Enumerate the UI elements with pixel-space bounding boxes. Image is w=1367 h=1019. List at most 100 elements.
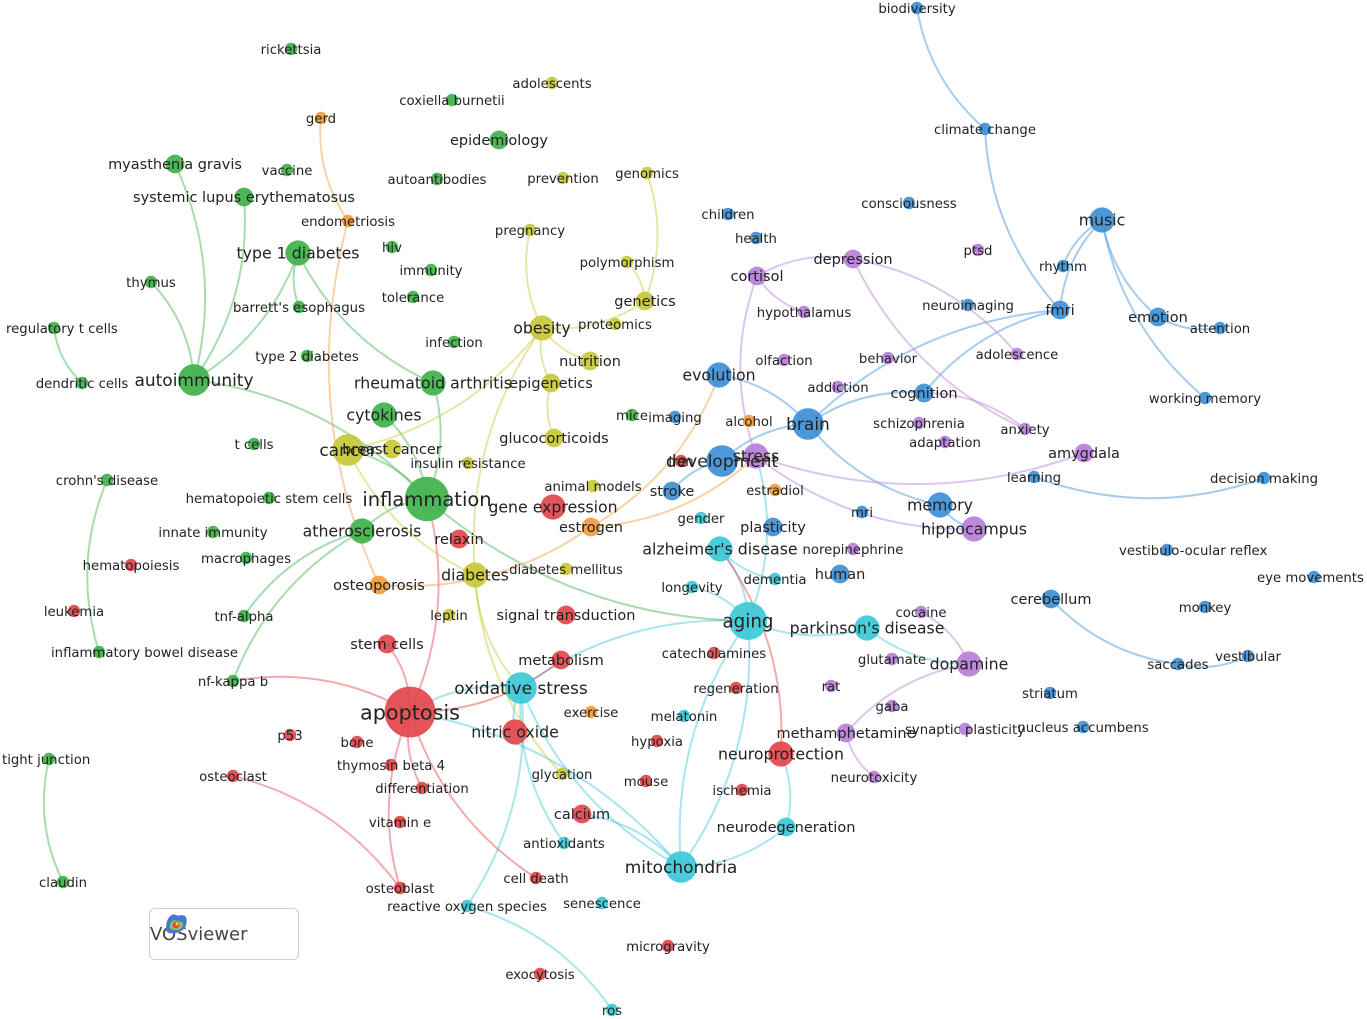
node-hematopoietic[interactable] <box>262 491 276 505</box>
node-neuroimaging[interactable] <box>961 298 975 312</box>
node-climate_change[interactable] <box>978 122 992 136</box>
node-microgravity[interactable] <box>661 939 675 953</box>
node-gene_expression[interactable] <box>540 494 566 520</box>
node-estrogen[interactable] <box>581 517 601 537</box>
node-biodiversity[interactable] <box>910 1 924 15</box>
node-rhythm[interactable] <box>1056 259 1070 273</box>
node-apoptosis[interactable] <box>384 686 436 738</box>
node-mitochondria[interactable] <box>665 851 697 883</box>
node-decision_making[interactable] <box>1257 471 1271 485</box>
node-stress[interactable] <box>743 443 769 469</box>
node-leukemia[interactable] <box>67 604 81 618</box>
node-gerd[interactable] <box>314 111 328 125</box>
node-myasthenia[interactable] <box>165 154 185 174</box>
node-exocytosis[interactable] <box>533 967 547 981</box>
node-vaccine[interactable] <box>280 163 294 177</box>
node-hippocampus[interactable] <box>961 516 987 542</box>
node-osteoblast[interactable] <box>393 881 407 895</box>
node-norepinephrine[interactable] <box>846 542 860 556</box>
node-learning[interactable] <box>1027 470 1041 484</box>
node-cancer[interactable] <box>332 434 364 466</box>
node-synaptic_plasticity[interactable] <box>958 722 972 736</box>
node-hematopoiesis[interactable] <box>124 558 138 572</box>
node-immunity[interactable] <box>424 263 438 277</box>
node-leptin[interactable] <box>442 608 456 622</box>
node-hypothalamus[interactable] <box>797 305 811 319</box>
node-t_cells[interactable] <box>247 437 261 451</box>
node-atherosclerosis[interactable] <box>349 518 375 544</box>
node-music[interactable] <box>1089 207 1115 233</box>
node-attention[interactable] <box>1213 321 1227 335</box>
node-evolution[interactable] <box>706 362 732 388</box>
node-development[interactable] <box>706 445 738 477</box>
node-antioxidants[interactable] <box>557 836 571 850</box>
node-diabetes[interactable] <box>462 562 488 588</box>
node-estradiol[interactable] <box>768 483 782 497</box>
node-type2_diabetes[interactable] <box>300 349 314 363</box>
node-claudin[interactable] <box>56 875 70 889</box>
node-mice[interactable] <box>625 408 639 422</box>
node-rickettsia[interactable] <box>284 42 298 56</box>
node-glucocorticoids[interactable] <box>544 428 564 448</box>
node-nucleus_accumbens[interactable] <box>1076 720 1090 734</box>
node-cocaine[interactable] <box>914 605 928 619</box>
node-osteoclast[interactable] <box>226 769 240 783</box>
node-exercise[interactable] <box>584 705 598 719</box>
node-dendritic[interactable] <box>75 376 89 390</box>
node-macrophages[interactable] <box>239 551 253 565</box>
node-glycation[interactable] <box>555 767 569 781</box>
node-tolerance[interactable] <box>406 290 420 304</box>
node-diabetes_mellitus[interactable] <box>559 562 573 576</box>
node-rat[interactable] <box>824 679 838 693</box>
node-schizophrenia[interactable] <box>912 416 926 430</box>
node-imaging[interactable] <box>668 410 682 424</box>
node-eye_movements[interactable] <box>1307 570 1321 584</box>
node-neurodegeneration[interactable] <box>776 817 796 837</box>
node-glutamate[interactable] <box>885 652 899 666</box>
node-genetics[interactable] <box>635 291 655 311</box>
node-health[interactable] <box>749 231 763 245</box>
node-working_memory[interactable] <box>1198 391 1212 405</box>
node-mri[interactable] <box>855 505 869 519</box>
node-plasticity[interactable] <box>763 517 783 537</box>
node-stem_cells[interactable] <box>377 634 397 654</box>
node-signal_transduction[interactable] <box>556 605 576 625</box>
node-pregnancy[interactable] <box>523 223 537 237</box>
node-epigenetics[interactable] <box>541 373 561 393</box>
node-rheumatoid[interactable] <box>420 370 446 396</box>
node-insulin_resistance[interactable] <box>461 456 475 470</box>
node-addiction[interactable] <box>831 380 845 394</box>
node-obesity[interactable] <box>529 315 555 341</box>
node-dementia[interactable] <box>768 572 782 586</box>
node-metabolism[interactable] <box>551 650 571 670</box>
node-regeneration[interactable] <box>729 681 743 695</box>
node-melatonin[interactable] <box>677 709 691 723</box>
node-catecholamines[interactable] <box>707 646 721 660</box>
node-breast_cancer[interactable] <box>382 439 402 459</box>
node-prevention[interactable] <box>556 171 570 185</box>
node-polymorphism[interactable] <box>620 255 634 269</box>
node-vestibular[interactable] <box>1241 649 1255 663</box>
node-human[interactable] <box>830 564 850 584</box>
node-cognition[interactable] <box>914 383 934 403</box>
node-tnf_alpha[interactable] <box>237 609 251 623</box>
node-alcohol[interactable] <box>742 414 756 428</box>
node-p53[interactable] <box>283 728 297 742</box>
node-type1_diabetes[interactable] <box>285 240 311 266</box>
node-cortisol[interactable] <box>747 266 767 286</box>
node-crohns[interactable] <box>100 473 114 487</box>
node-cytokines[interactable] <box>371 402 397 428</box>
node-vestibulo[interactable] <box>1160 543 1174 557</box>
node-hypoxia[interactable] <box>650 734 664 748</box>
node-endometriosis[interactable] <box>341 214 355 228</box>
node-neurotoxicity[interactable] <box>867 770 881 784</box>
node-adaptation[interactable] <box>938 435 952 449</box>
node-vitamin_e[interactable] <box>393 815 407 829</box>
node-cerebellum[interactable] <box>1041 589 1061 609</box>
node-differentiation[interactable] <box>415 781 429 795</box>
node-adolescence[interactable] <box>1010 347 1024 361</box>
node-coxiella[interactable] <box>445 93 459 107</box>
node-striatum[interactable] <box>1043 686 1057 700</box>
